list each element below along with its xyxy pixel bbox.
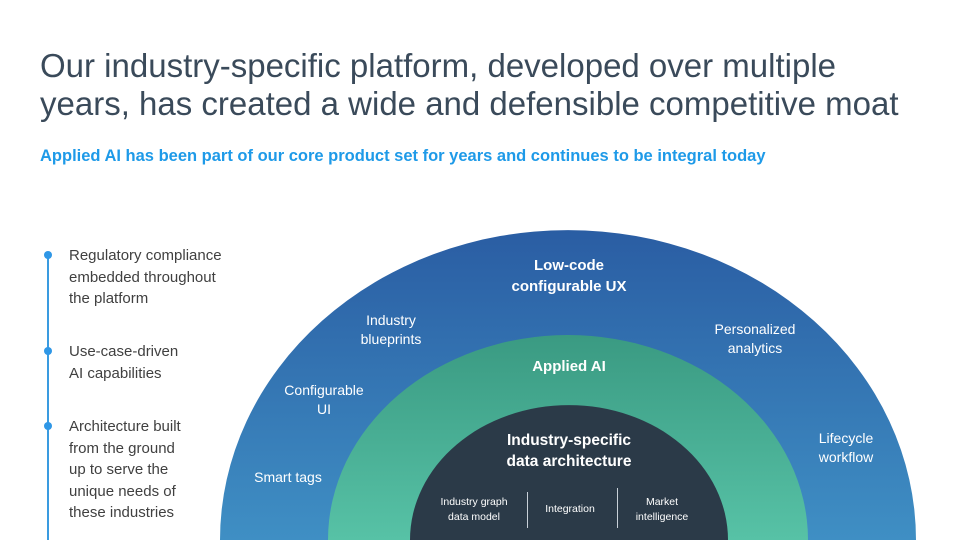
outer-ring-item: Personalized analytics [714, 321, 796, 356]
bullet-dot [44, 347, 52, 355]
timeline-line [47, 255, 49, 540]
bullet-dot [44, 251, 52, 259]
core-divider [527, 492, 528, 528]
core-item: Market intelligence [635, 496, 689, 523]
core-item: Integration [545, 503, 595, 515]
core-item: Industry graph data model [440, 496, 508, 523]
core-divider [617, 488, 618, 528]
outer-ring-item: Smart tags [254, 469, 322, 485]
bullet-text: Use-case-driven AI capabilities [69, 343, 179, 382]
middle-ring-title: Applied AI [532, 358, 606, 375]
page-title: Our industry-specific platform, develope… [40, 47, 899, 122]
core-arch [410, 405, 728, 540]
bullet-dot [44, 422, 52, 430]
outer-ring-item: Industry blueprints [360, 312, 422, 347]
bullet-text: Architecture built from the ground up to… [69, 418, 181, 521]
outer-ring-item: Lifecycle workflow [818, 430, 874, 465]
core-title: Industry-specific data architecture [506, 432, 632, 470]
page-subtitle: Applied AI has been part of our core pro… [40, 147, 766, 165]
bullet-text: Regulatory compliance embedded throughou… [69, 247, 222, 307]
outer-ring-item: Configurable UI [284, 382, 364, 417]
outer-ring-title: Low-code configurable UX [511, 257, 627, 295]
